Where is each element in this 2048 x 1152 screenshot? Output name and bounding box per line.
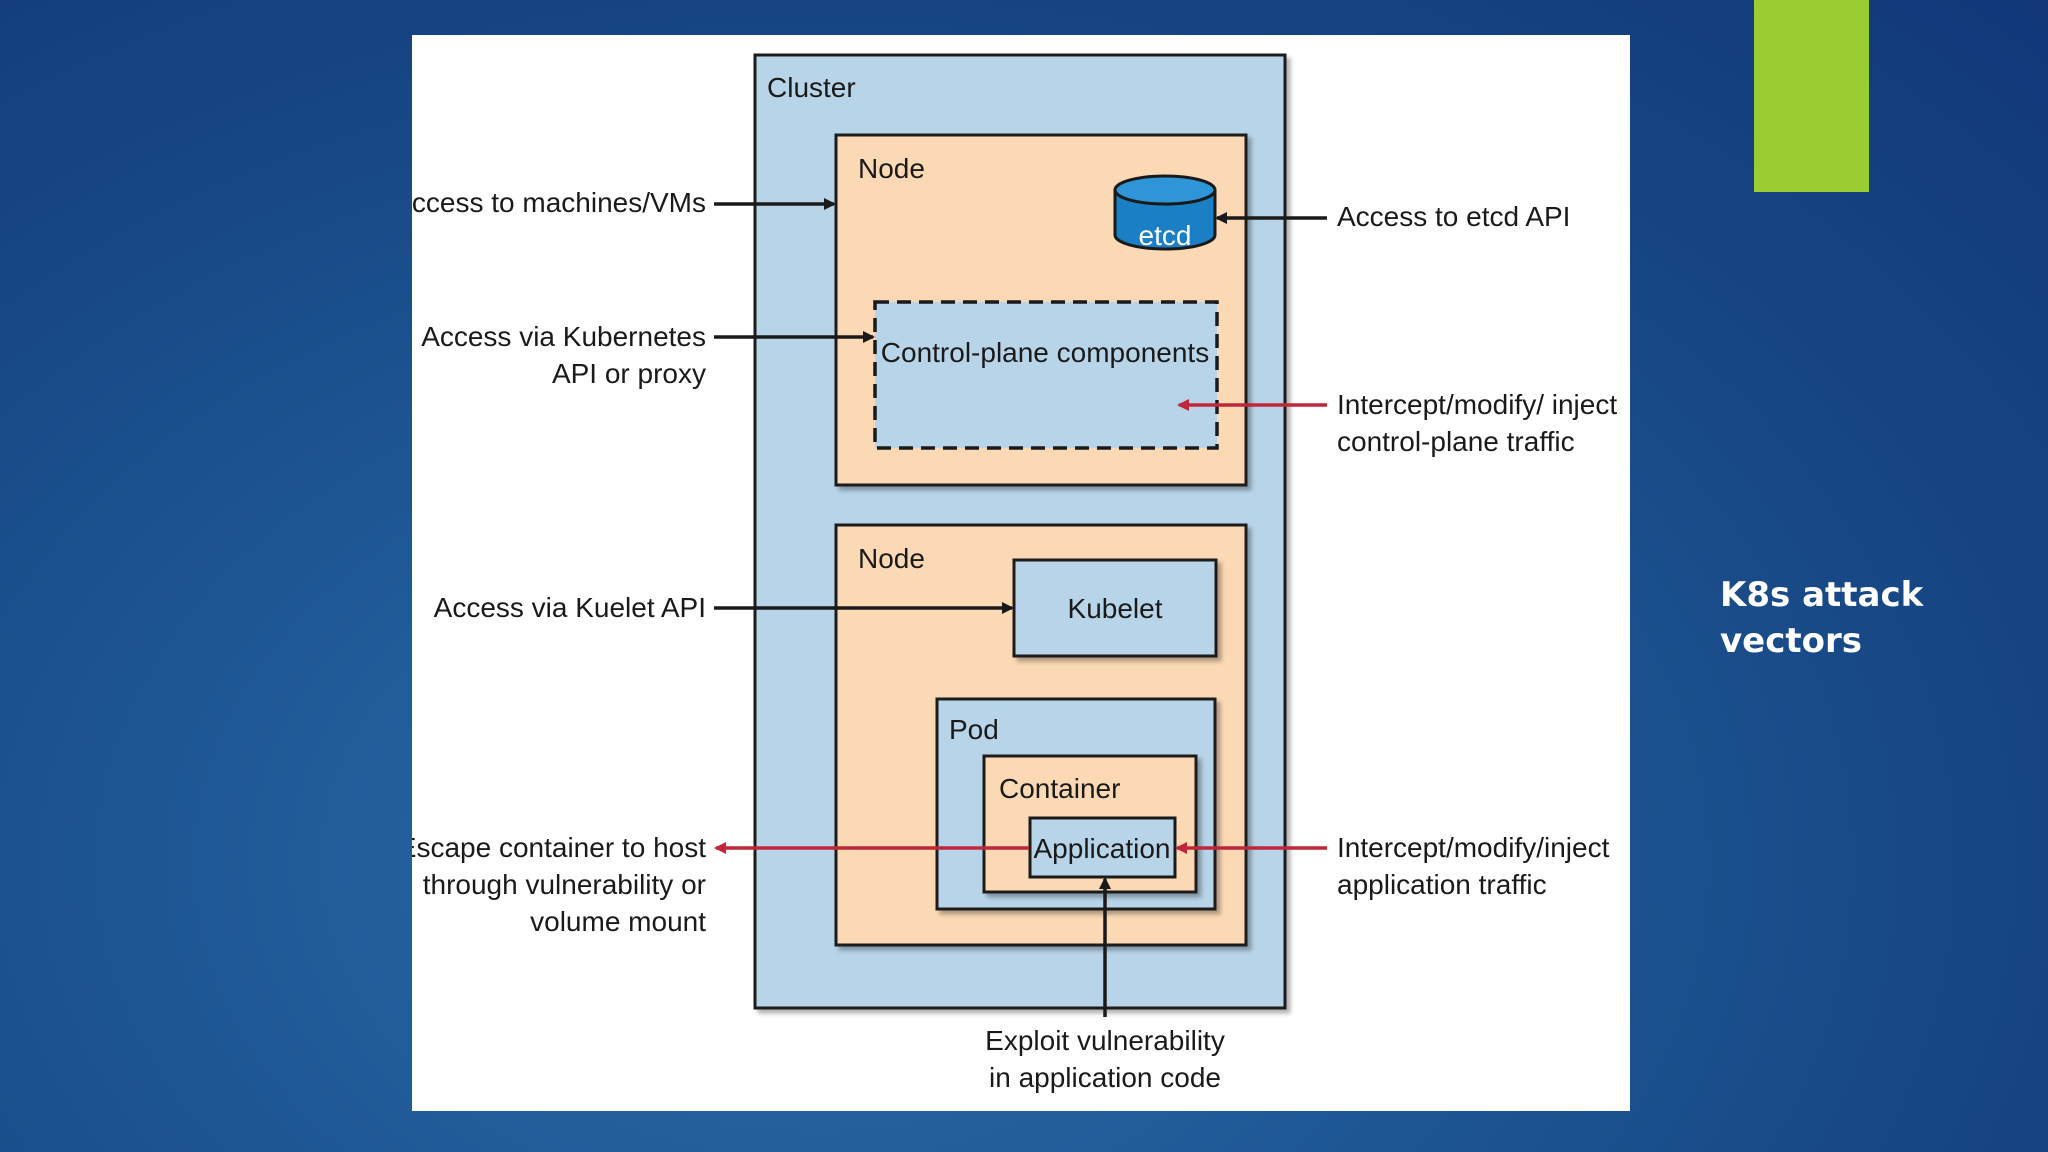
vector-cp-traffic-label-2: control-plane traffic bbox=[1337, 426, 1575, 457]
diagram-panel: Cluster Node etcd Control-plane componen… bbox=[412, 35, 1630, 1111]
attack-vectors-diagram: Cluster Node etcd Control-plane componen… bbox=[412, 53, 1617, 1093]
vector-escape-label-3: volume mount bbox=[530, 906, 706, 937]
vector-k8s-api-label-1: Access via Kubernetes bbox=[421, 321, 706, 352]
vector-app-traffic-label-1: Intercept/modify/inject bbox=[1337, 832, 1610, 863]
slide-title: K8s attack vectors bbox=[1720, 572, 2020, 664]
vector-escape-label-2: through vulnerability or bbox=[423, 869, 706, 900]
application-label: Application bbox=[1034, 833, 1171, 864]
slide-title-line-1: K8s attack bbox=[1720, 575, 1924, 615]
etcd-icon bbox=[1113, 174, 1217, 251]
vector-exploit-label-2: in application code bbox=[989, 1062, 1221, 1093]
vector-k8s-api-label-2: API or proxy bbox=[552, 358, 706, 389]
accent-bar bbox=[1754, 0, 1869, 192]
worker-node-label: Node bbox=[858, 543, 925, 574]
vector-machines-label: Access to machines/VMs bbox=[412, 187, 706, 218]
container-label: Container bbox=[999, 773, 1120, 804]
vector-kubelet-api-label: Access via Kuelet API bbox=[434, 592, 706, 623]
control-plane-box bbox=[873, 300, 1219, 450]
etcd-label: etcd bbox=[1139, 220, 1192, 251]
control-plane-label: Control-plane components bbox=[881, 337, 1209, 368]
control-node-label: Node bbox=[858, 153, 925, 184]
pod-label: Pod bbox=[949, 714, 999, 745]
slide-title-line-2: vectors bbox=[1720, 621, 1862, 661]
kubelet-label: Kubelet bbox=[1068, 593, 1163, 624]
cluster-label: Cluster bbox=[767, 72, 856, 103]
kubelet-box bbox=[1012, 558, 1218, 658]
vector-app-traffic-label-2: application traffic bbox=[1337, 869, 1547, 900]
vector-etcd-api-label: Access to etcd API bbox=[1337, 201, 1570, 232]
vector-exploit-label-1: Exploit vulnerability bbox=[985, 1025, 1225, 1056]
vector-cp-traffic-label-1: Intercept/modify/ inject bbox=[1337, 389, 1617, 420]
application-box bbox=[1028, 816, 1177, 879]
vector-escape-label-1: Escape container to host bbox=[412, 832, 706, 863]
